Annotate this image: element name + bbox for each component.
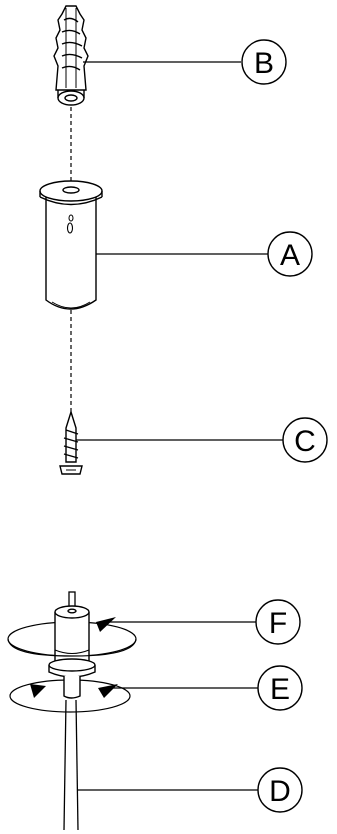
callout-e-label: E: [270, 673, 290, 706]
callout-f: F: [255, 599, 301, 645]
callout-b: B: [241, 39, 287, 85]
callout-d-label: D: [269, 775, 291, 808]
rotation-arrow-e-right: [98, 684, 118, 698]
callout-a: A: [267, 231, 313, 277]
rotation-path-f-front: [7, 638, 137, 657]
part-e-collar: [48, 658, 96, 699]
part-b-wall-plug: [53, 5, 89, 106]
part-a-spacer: [39, 180, 103, 310]
rotation-arrow-e-left: [30, 684, 46, 698]
callout-c: C: [282, 417, 328, 463]
part-c-screw: [59, 409, 83, 475]
callout-a-label: A: [280, 239, 300, 272]
callout-d: D: [257, 767, 303, 813]
part-d-cable: [63, 699, 79, 831]
rotation-arrow-f: [96, 617, 116, 632]
callout-b-label: B: [254, 47, 274, 80]
callout-c-label: C: [294, 425, 316, 458]
callout-f-label: F: [269, 607, 287, 640]
callout-e: E: [257, 665, 303, 711]
